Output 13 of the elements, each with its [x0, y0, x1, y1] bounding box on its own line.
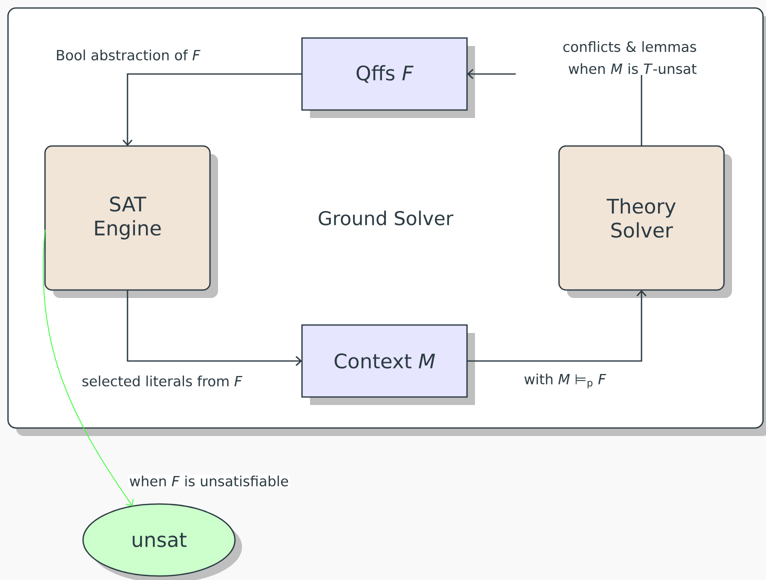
edge-label: with M ⊨$_{p}$ F [524, 374, 606, 388]
edge-label: Bool abstraction of F [57, 50, 200, 60]
edge-label: when F is unsatisfiable [130, 476, 288, 486]
process-box: Theory Solver [558, 145, 732, 298]
process-box: Qffs F [301, 37, 475, 118]
arrow [122, 73, 302, 146]
process-box: SAT Engine [44, 145, 218, 298]
arrow [43, 229, 134, 506]
arrow [467, 290, 646, 362]
edge-label: selected literals from F [82, 376, 242, 386]
process-box: Context M [301, 324, 475, 405]
arrow [126, 290, 302, 366]
edge-label: conflicts & lemmas when M is T-unsat [563, 41, 696, 74]
